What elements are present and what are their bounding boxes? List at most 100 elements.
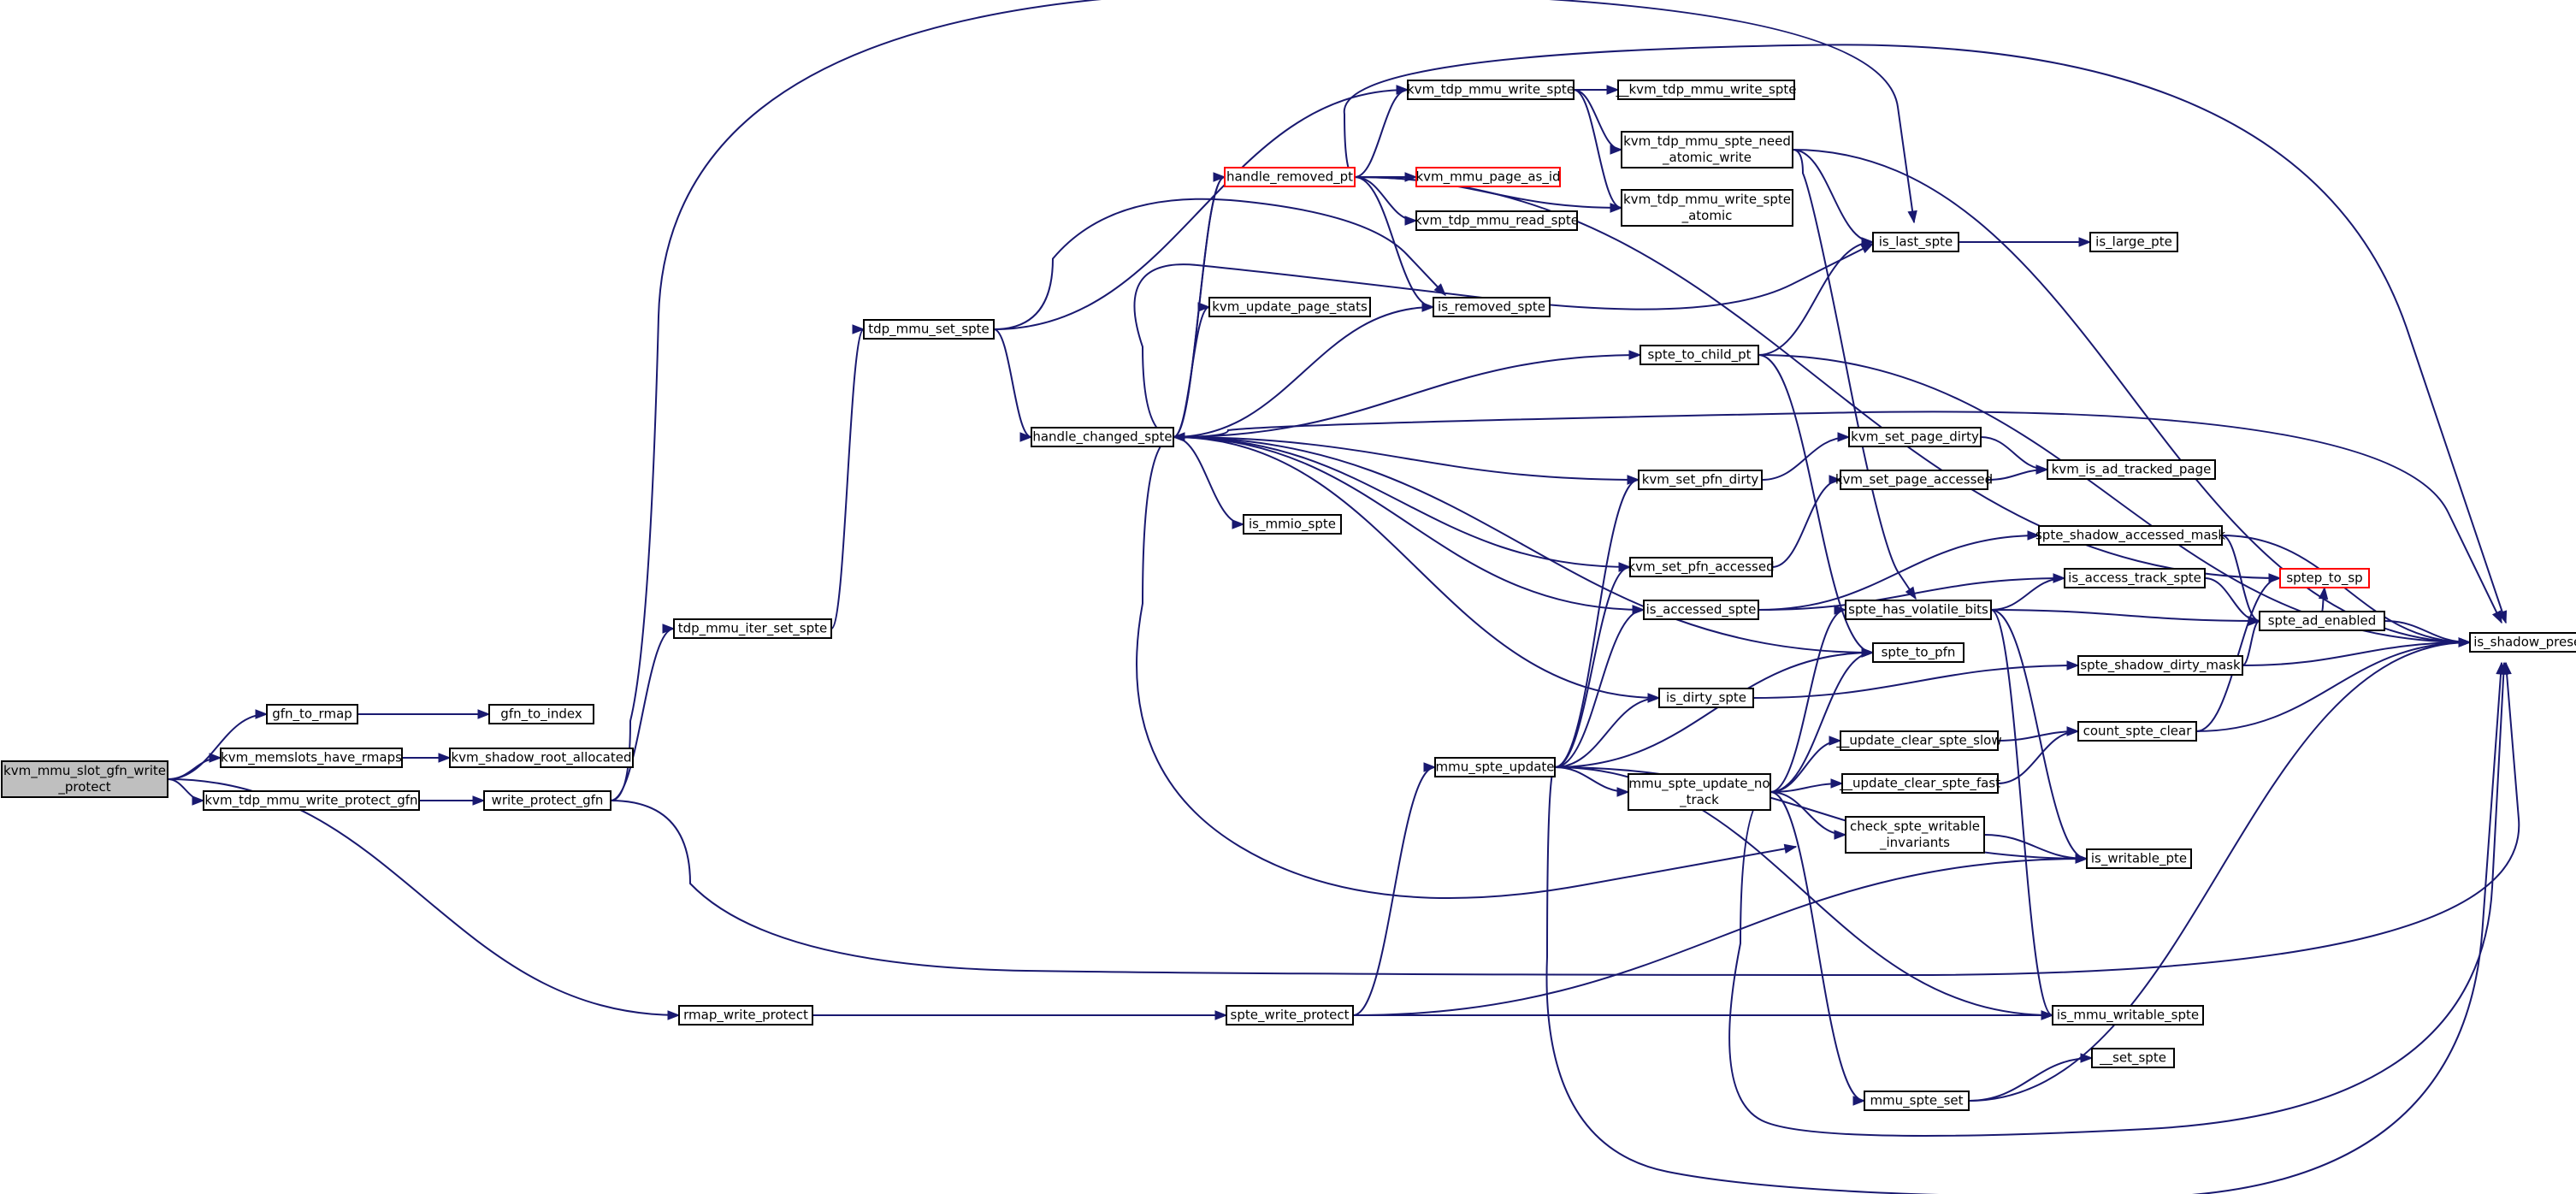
node-box <box>1415 210 1578 231</box>
node-update-clear-spte-fast[interactable]: __update_clear_spte_fast <box>1839 773 2000 794</box>
node-kvm-tdp-mmu-write-spte[interactable]: __kvm_tdp_mmu_write_spte <box>1616 80 1797 100</box>
edge-arrowhead <box>2066 660 2080 671</box>
edge-mmu_spte_set-to-is_shadow_present_pte <box>1968 637 2472 1102</box>
node-mmu-spte-update[interactable]: mmu_spte_update <box>1434 757 1556 777</box>
nodes-layer: kvm_mmu_slot_gfn_write_protect gfn_to_rma… <box>1 80 2576 1111</box>
node-is-mmu-writable-spte[interactable]: is_mmu_writable_spte <box>2052 1005 2204 1026</box>
node-set-spte[interactable]: __set_spte <box>2091 1048 2175 1068</box>
node-label: kvm_set_pfn_dirty <box>1642 472 1759 488</box>
edge-write_protect_gfn-to-is_shadow_present_pte <box>610 661 2520 977</box>
edge-line <box>1554 609 1645 768</box>
edge-handle_changed_spte-to-is_mmio_spte <box>1173 436 1245 529</box>
node-kvm-tdp-mmu-write-spte-atomic[interactable]: kvm_tdp_mmu_write_spte_atomic <box>1621 189 1793 227</box>
node-gfn-to-index[interactable]: gfn_to_index <box>488 704 594 724</box>
edge-line <box>1573 89 1622 151</box>
edge-line <box>1173 436 1640 481</box>
node-label: kvm_update_page_stats <box>1212 299 1368 316</box>
edge-count_spte_clear-to-is_shadow_present_pte <box>2195 637 2472 732</box>
edge-spte_to_child_pt-to-is_last_spte <box>1758 237 1875 356</box>
node-kvm-shadow-root-allocated[interactable]: kvm_shadow_root_allocated <box>449 748 634 768</box>
edge-arrowhead <box>209 753 222 763</box>
node-kvm-set-pfn-dirty[interactable]: kvm_set_pfn_dirty <box>1638 470 1763 490</box>
edge-line <box>1792 149 1874 243</box>
node-spte-write-protect[interactable]: spte_write_protect <box>1226 1005 1354 1026</box>
node-kvm-is-ad-tracked-page[interactable]: kvm_is_ad_tracked_page <box>2047 459 2216 480</box>
node-mmu-spte-set[interactable]: mmu_spte_set <box>1864 1091 1970 1111</box>
node-box <box>1 760 168 798</box>
node-kvm-memslots-have-rmaps[interactable]: kvm_memslots_have_rmaps <box>220 748 403 768</box>
node-kvm-tdp-mmu-write-protect-gfn[interactable]: kvm_tdp_mmu_write_protect_gfn <box>203 790 420 811</box>
edge-handle_changed_spte-to-check_spte_writable_invariants <box>1136 436 1798 899</box>
node-label: kvm_tdp_mmu_write_spte <box>1407 82 1575 98</box>
node-tdp-mmu-set-spte[interactable]: tdp_mmu_set_spte <box>863 319 995 340</box>
node-box <box>1638 470 1763 490</box>
node-label: check_spte_writable <box>1850 819 1980 835</box>
node-box <box>1415 167 1561 187</box>
node-box <box>1208 297 1371 317</box>
node-spte-to-child-pt[interactable]: spte_to_child_pt <box>1640 345 1759 365</box>
edge-spte_shadow_dirty_mask-to-spte_ad_enabled <box>2242 616 2261 666</box>
edge-line <box>1554 652 1874 768</box>
node-root[interactable]: kvm_mmu_slot_gfn_write_protect <box>1 760 168 798</box>
node-handle-changed-spte[interactable]: handle_changed_spte <box>1031 427 1174 447</box>
node-rmap-write-protect[interactable]: rmap_write_protect <box>678 1005 813 1026</box>
node-kvm-set-page-accessed[interactable]: kvm_set_page_accessed <box>1835 470 1993 490</box>
node-spte-shadow-dirty-mask[interactable]: spte_shadow_dirty_mask <box>2077 655 2243 676</box>
node-spte-shadow-accessed-mask[interactable]: spte_shadow_accessed_mask <box>2035 525 2225 546</box>
edge-arrowhead <box>2498 661 2509 675</box>
edge-mmu_spte_update-to-kvm_set_pfn_dirty <box>1554 475 1640 768</box>
node-kvm-set-page-dirty[interactable]: kvm_set_page_dirty <box>1848 427 1982 447</box>
edge-mmu_spte_update-to-mmu_spte_update_no_track <box>1554 766 1630 797</box>
node-is-last-spte[interactable]: is_last_spte <box>1872 232 1959 252</box>
node-mmu-spte-update-no-track[interactable]: mmu_spte_update_no_track <box>1628 773 1771 811</box>
node-box <box>2047 459 2216 480</box>
node-label: kvm_tdp_mmu_read_spte <box>1415 213 1579 229</box>
node-kvm-set-pfn-accessed[interactable]: kvm_set_pfn_accessed <box>1628 557 1775 577</box>
node-is-dirty-spte[interactable]: is_dirty_spte <box>1658 688 1754 708</box>
node-box <box>203 790 420 811</box>
edge-arrowhead <box>2035 464 2049 475</box>
node-gfn-to-rmap[interactable]: gfn_to_rmap <box>266 704 358 724</box>
node-is-shadow-present-pte[interactable]: is_shadow_present_pte <box>2469 632 2576 653</box>
edge-spte_ad_enabled-to-sptep_to_sp <box>2318 586 2329 612</box>
node-tdp-mmu-iter-set-spte[interactable]: tdp_mmu_iter_set_spte <box>673 618 832 639</box>
edge-arrowhead <box>1829 475 1842 485</box>
node-label: is_mmu_writable_spte <box>2057 1008 2199 1024</box>
node-box <box>2089 232 2178 252</box>
node-is-access-track-spte[interactable]: is_access_track_spte <box>2064 568 2206 588</box>
edge-mmu_spte_update_no_track-to-mmu_spte_set <box>1770 791 1866 1106</box>
node-is-accessed-spte[interactable]: is_accessed_spte <box>1643 600 1759 620</box>
node-check-spte-writable-invariants[interactable]: check_spte_writable_invariants <box>1845 816 1985 854</box>
node-kvm-update-page-stats[interactable]: kvm_update_page_stats <box>1208 297 1371 317</box>
node-kvm-mmu-page-as-id[interactable]: kvm_mmu_page_as_id <box>1415 167 1561 187</box>
edge-kvm_tdp_mmu_spte_need_atomic_write-to-spte_has_volatile_bits <box>1792 149 1917 600</box>
edge-line <box>1554 766 2088 860</box>
node-spte-has-volatile-bits[interactable]: spte_has_volatile_bits <box>1845 600 1992 620</box>
node-is-mmio-spte[interactable]: is_mmio_spte <box>1243 514 1342 535</box>
node-label: spte_to_pfn <box>1882 645 1956 661</box>
edge-mmu_spte_update_no_track-to-__update_clear_spte_slow <box>1770 736 1842 793</box>
node-is-removed-spte[interactable]: is_removed_spte <box>1433 297 1551 317</box>
node-label: kvm_set_page_dirty <box>1851 429 1979 446</box>
node-box <box>1845 816 1985 854</box>
node-update-clear-spte-slow[interactable]: __update_clear_spte_slow <box>1835 730 2002 751</box>
node-kvm-tdp-mmu-read-spte[interactable]: kvm_tdp_mmu_read_spte <box>1415 210 1579 231</box>
node-count-spte-clear[interactable]: count_spte_clear <box>2077 721 2197 742</box>
node-spte-ad-enabled[interactable]: spte_ad_enabled <box>2259 611 2385 631</box>
node-kvm-tdp-mmu-spte-need-atomic-write[interactable]: kvm_tdp_mmu_spte_need_atomic_write <box>1621 131 1793 168</box>
node-sptep-to-sp[interactable]: sptep_to_sp <box>2279 568 2370 588</box>
node-box <box>2052 1005 2204 1026</box>
node-is-large-pte[interactable]: is_large_pte <box>2089 232 2178 252</box>
node-handle-removed-pt[interactable]: handle_removed_pt <box>1224 167 1356 187</box>
node-label: is_mmio_spte <box>1249 517 1336 533</box>
node-box <box>1434 757 1556 777</box>
node-spte-to-pfn[interactable]: spte_to_pfn <box>1872 642 1964 663</box>
edge-line <box>1770 652 1874 793</box>
edge-line <box>1990 609 2260 622</box>
node-is-writable-pte[interactable]: is_writable_pte <box>2086 848 2192 869</box>
edge-arrowhead <box>852 324 866 334</box>
edge-kvm_set_page_accessed-to-kvm_is_ad_tracked_page <box>1987 464 2049 481</box>
node-kvm-tdp-mmu-write-spte[interactable]: kvm_tdp_mmu_write_spte <box>1407 80 1575 100</box>
node-write-protect-gfn[interactable]: write_protect_gfn <box>483 790 612 811</box>
node-box <box>1629 557 1773 577</box>
